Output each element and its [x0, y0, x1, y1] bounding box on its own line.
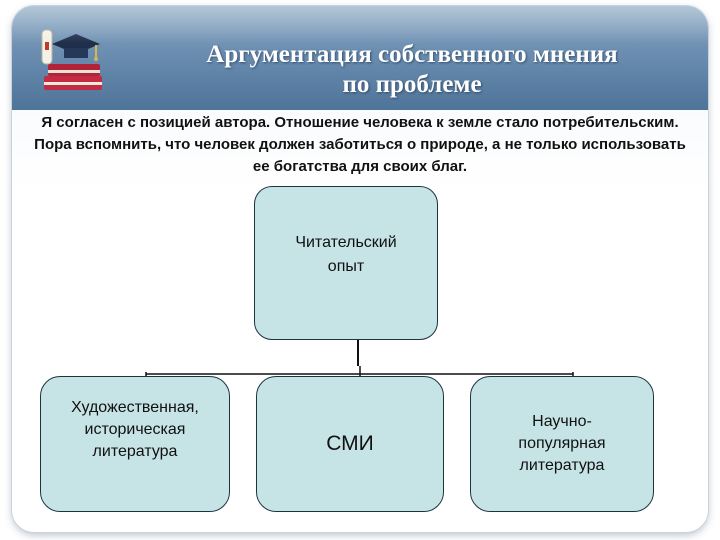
node-label-media: СМИ: [326, 432, 374, 455]
intro-text: Я согласен с позицией автора. Отношение …: [34, 114, 686, 175]
node-label-popular-science: Научно- популярная литература: [518, 413, 606, 474]
slide-title: Аргументация собственного мнения по проб…: [206, 41, 618, 98]
diagram-node-popular-science: Научно- популярная литература: [470, 376, 654, 512]
title-band: Аргументация собственного мнения по проб…: [12, 6, 708, 110]
root-node-label: Читательский опыт: [295, 234, 397, 275]
diagram-node-fiction: Художественная, историческая литература: [40, 376, 230, 512]
diagram-node-media: СМИ: [256, 376, 444, 512]
diagram-root-node: Читательский опыт: [254, 186, 438, 340]
node-label-fiction: Художественная, историческая литература: [71, 399, 199, 460]
